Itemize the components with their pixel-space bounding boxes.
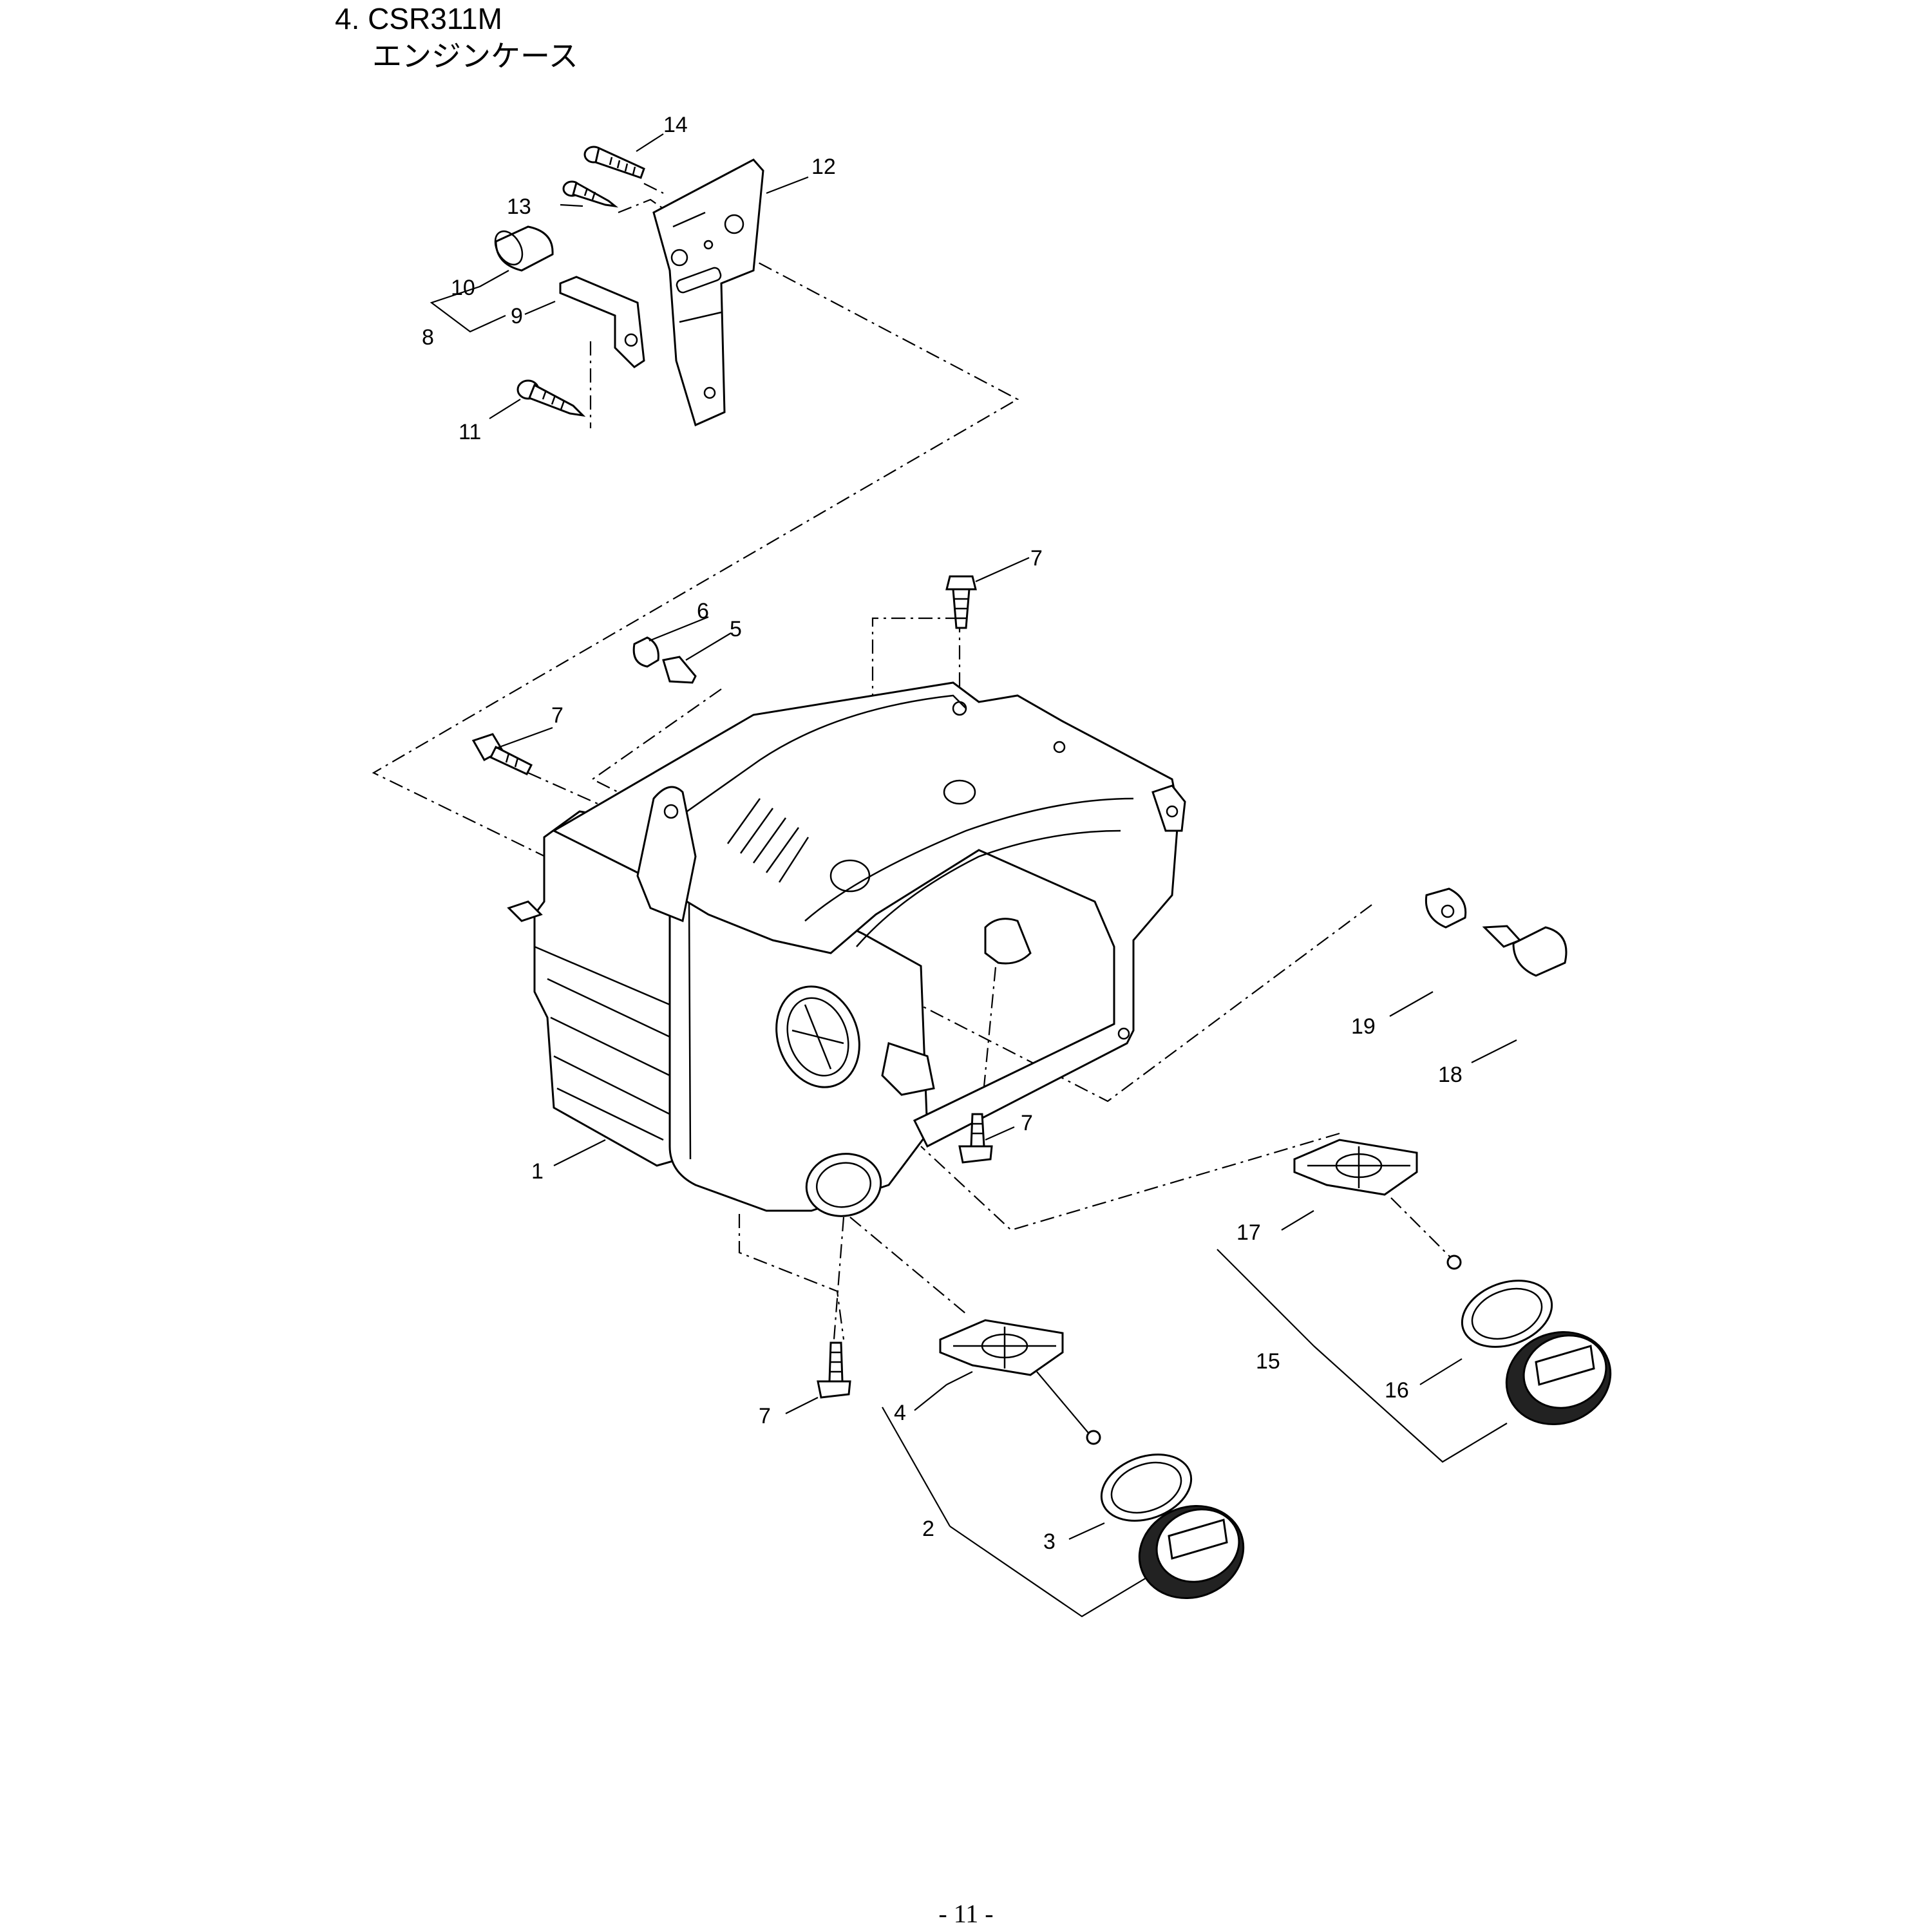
bolt-7-left [471, 733, 533, 775]
gasket-3 [1100, 1454, 1193, 1522]
screw-13 [562, 180, 619, 208]
callout-14: 14 [663, 113, 688, 137]
callout-19: 19 [1351, 1014, 1376, 1039]
engine-case [507, 681, 1186, 1217]
bolt-14 [583, 146, 645, 179]
gasket-16 [1461, 1280, 1553, 1348]
callout-7-top: 7 [1030, 546, 1043, 571]
callout-6: 6 [697, 599, 709, 623]
callout-9: 9 [511, 304, 523, 328]
screw-11 [516, 379, 586, 417]
leader-lines [430, 133, 1517, 1618]
page-title: 4. CSR311M [335, 2, 502, 35]
callout-12: 12 [811, 155, 836, 179]
callout-17: 17 [1236, 1220, 1261, 1245]
callout-3: 3 [1043, 1530, 1056, 1554]
callout-16: 16 [1385, 1378, 1409, 1403]
callout-11: 11 [459, 420, 481, 444]
strainer-17 [1293, 1139, 1462, 1270]
callout-7-bottom: 7 [759, 1404, 771, 1428]
callout-8: 8 [422, 325, 434, 350]
bracket-9 [559, 276, 645, 368]
callout-10: 10 [451, 276, 475, 300]
grommet-19 [1425, 887, 1467, 929]
cap-15 [1505, 1331, 1612, 1426]
bolt-7-top [945, 575, 977, 629]
page-subtitle: エンジンケース [372, 39, 578, 73]
callout-15: 15 [1256, 1349, 1280, 1374]
bolt-7-bottom [817, 1341, 851, 1399]
callout-5: 5 [730, 617, 742, 641]
bolt-7-right [958, 1113, 993, 1164]
page-number: - 11 - [938, 1899, 994, 1928]
cap-2 [1138, 1504, 1245, 1600]
sleeve-10 [494, 225, 554, 272]
callout-7-right: 7 [1021, 1111, 1033, 1135]
strainer-4 [939, 1319, 1101, 1445]
callout-18: 18 [1438, 1063, 1463, 1087]
callout-7-left: 7 [551, 703, 564, 728]
callout-2: 2 [922, 1517, 934, 1541]
knob-18 [1482, 925, 1567, 977]
callout-labels: 14 12 13 10 9 8 11 7 6 5 7 19 18 7 1 17 … [422, 113, 1463, 1554]
cap-6 [632, 636, 659, 668]
guide-plate [652, 158, 764, 427]
assembly-guide-lines [372, 183, 1453, 1340]
callout-13: 13 [507, 194, 531, 219]
callout-1: 1 [531, 1159, 544, 1184]
callout-4: 4 [894, 1401, 906, 1425]
pin-5 [662, 656, 697, 684]
